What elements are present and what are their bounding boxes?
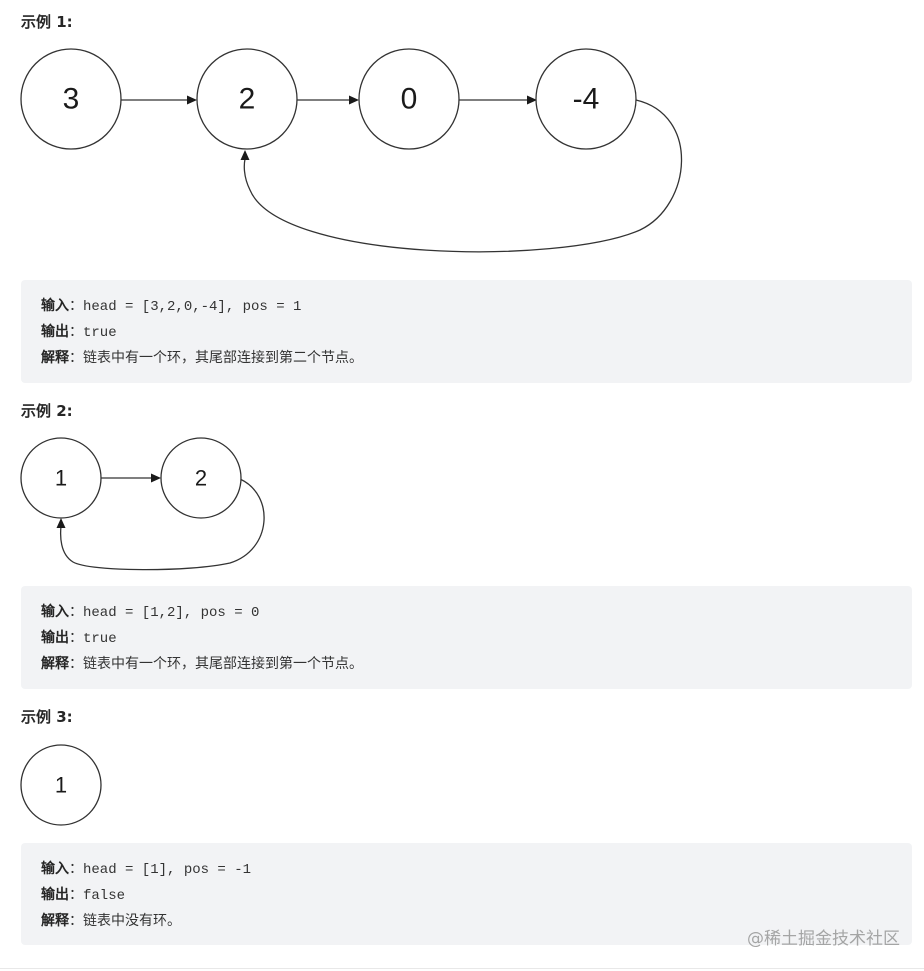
explain-value: 链表中有一个环，其尾部连接到第一个节点。 (83, 656, 363, 672)
list-node: 2 (196, 48, 298, 150)
output-key: 输出 (41, 324, 69, 340)
arrowhead (527, 95, 537, 105)
list-node: 1 (20, 744, 102, 826)
explain-value: 链表中没有环。 (83, 913, 181, 929)
separator: ： (69, 324, 83, 340)
input-key: 输入 (41, 604, 69, 620)
separator: ： (69, 350, 83, 366)
example-3-linked-list-diagram: 1 (20, 744, 102, 826)
explain-key: 解释 (41, 913, 69, 929)
separator: ： (69, 298, 83, 314)
node-value: -4 (573, 83, 600, 116)
explain-value: 链表中有一个环，其尾部连接到第二个节点。 (83, 350, 363, 366)
explain-key: 解释 (41, 656, 69, 672)
explanation-line: 解释：链表中没有环。 (41, 908, 892, 934)
input-key: 输入 (41, 861, 69, 877)
cycle-edge-2-to-1 (59, 478, 265, 571)
input-value: head = [3,2,0,-4], pos = 1 (83, 299, 302, 315)
node-value: 3 (63, 83, 80, 116)
node-value: 2 (239, 83, 256, 116)
example-2-linked-list-diagram: 1 2 (20, 437, 265, 571)
example-1-linked-list-diagram: 3 2 0 -4 (20, 48, 683, 253)
separator: ： (69, 861, 83, 877)
output-key: 输出 (41, 887, 69, 903)
output-value: false (83, 888, 126, 904)
explain-key: 解释 (41, 350, 69, 366)
example-3-code-block: 输入：head = [1], pos = -1 输出：false 解释：链表中没… (21, 843, 912, 945)
list-node: 0 (358, 48, 460, 150)
list-node: 3 (20, 48, 122, 150)
node-value: 1 (55, 466, 67, 491)
arrowhead (240, 150, 250, 160)
arrowhead (349, 95, 359, 105)
input-line: 输入：head = [1], pos = -1 (41, 856, 892, 882)
input-key: 输入 (41, 298, 69, 314)
arrowhead (151, 473, 161, 483)
input-line: 输入：head = [3,2,0,-4], pos = 1 (41, 293, 892, 319)
explanation-line: 解释：链表中有一个环，其尾部连接到第二个节点。 (41, 345, 892, 371)
output-value: true (83, 325, 117, 341)
arrowhead (187, 95, 197, 105)
separator: ： (69, 887, 83, 903)
list-node: 2 (160, 437, 242, 519)
watermark-text: @稀土掘金技术社区 (747, 929, 900, 949)
list-node: -4 (535, 48, 637, 150)
separator: ： (69, 604, 83, 620)
input-value: head = [1,2], pos = 0 (83, 605, 260, 621)
arrowhead (56, 518, 66, 528)
node-value: 1 (55, 773, 67, 798)
list-node: 1 (20, 437, 102, 519)
output-line: 输出：true (41, 625, 892, 651)
separator: ： (69, 913, 83, 929)
output-line: 输出：false (41, 882, 892, 908)
bottom-divider (0, 968, 924, 969)
node-value: 0 (401, 83, 418, 116)
example-2-code-block: 输入：head = [1,2], pos = 0 输出：true 解释：链表中有… (21, 586, 912, 689)
cycle-edge-neg4-to-2 (243, 99, 683, 253)
input-line: 输入：head = [1,2], pos = 0 (41, 599, 892, 625)
example-1-title: 示例 1: (21, 13, 73, 31)
example-3-title: 示例 3: (21, 708, 73, 726)
explanation-line: 解释：链表中有一个环，其尾部连接到第一个节点。 (41, 651, 892, 677)
output-key: 输出 (41, 630, 69, 646)
output-line: 输出：true (41, 319, 892, 345)
node-value: 2 (195, 466, 207, 491)
example-2-title: 示例 2: (21, 402, 73, 420)
output-value: true (83, 631, 117, 647)
separator: ： (69, 656, 83, 672)
example-1-code-block: 输入：head = [3,2,0,-4], pos = 1 输出：true 解释… (21, 280, 912, 383)
separator: ： (69, 630, 83, 646)
input-value: head = [1], pos = -1 (83, 862, 252, 878)
